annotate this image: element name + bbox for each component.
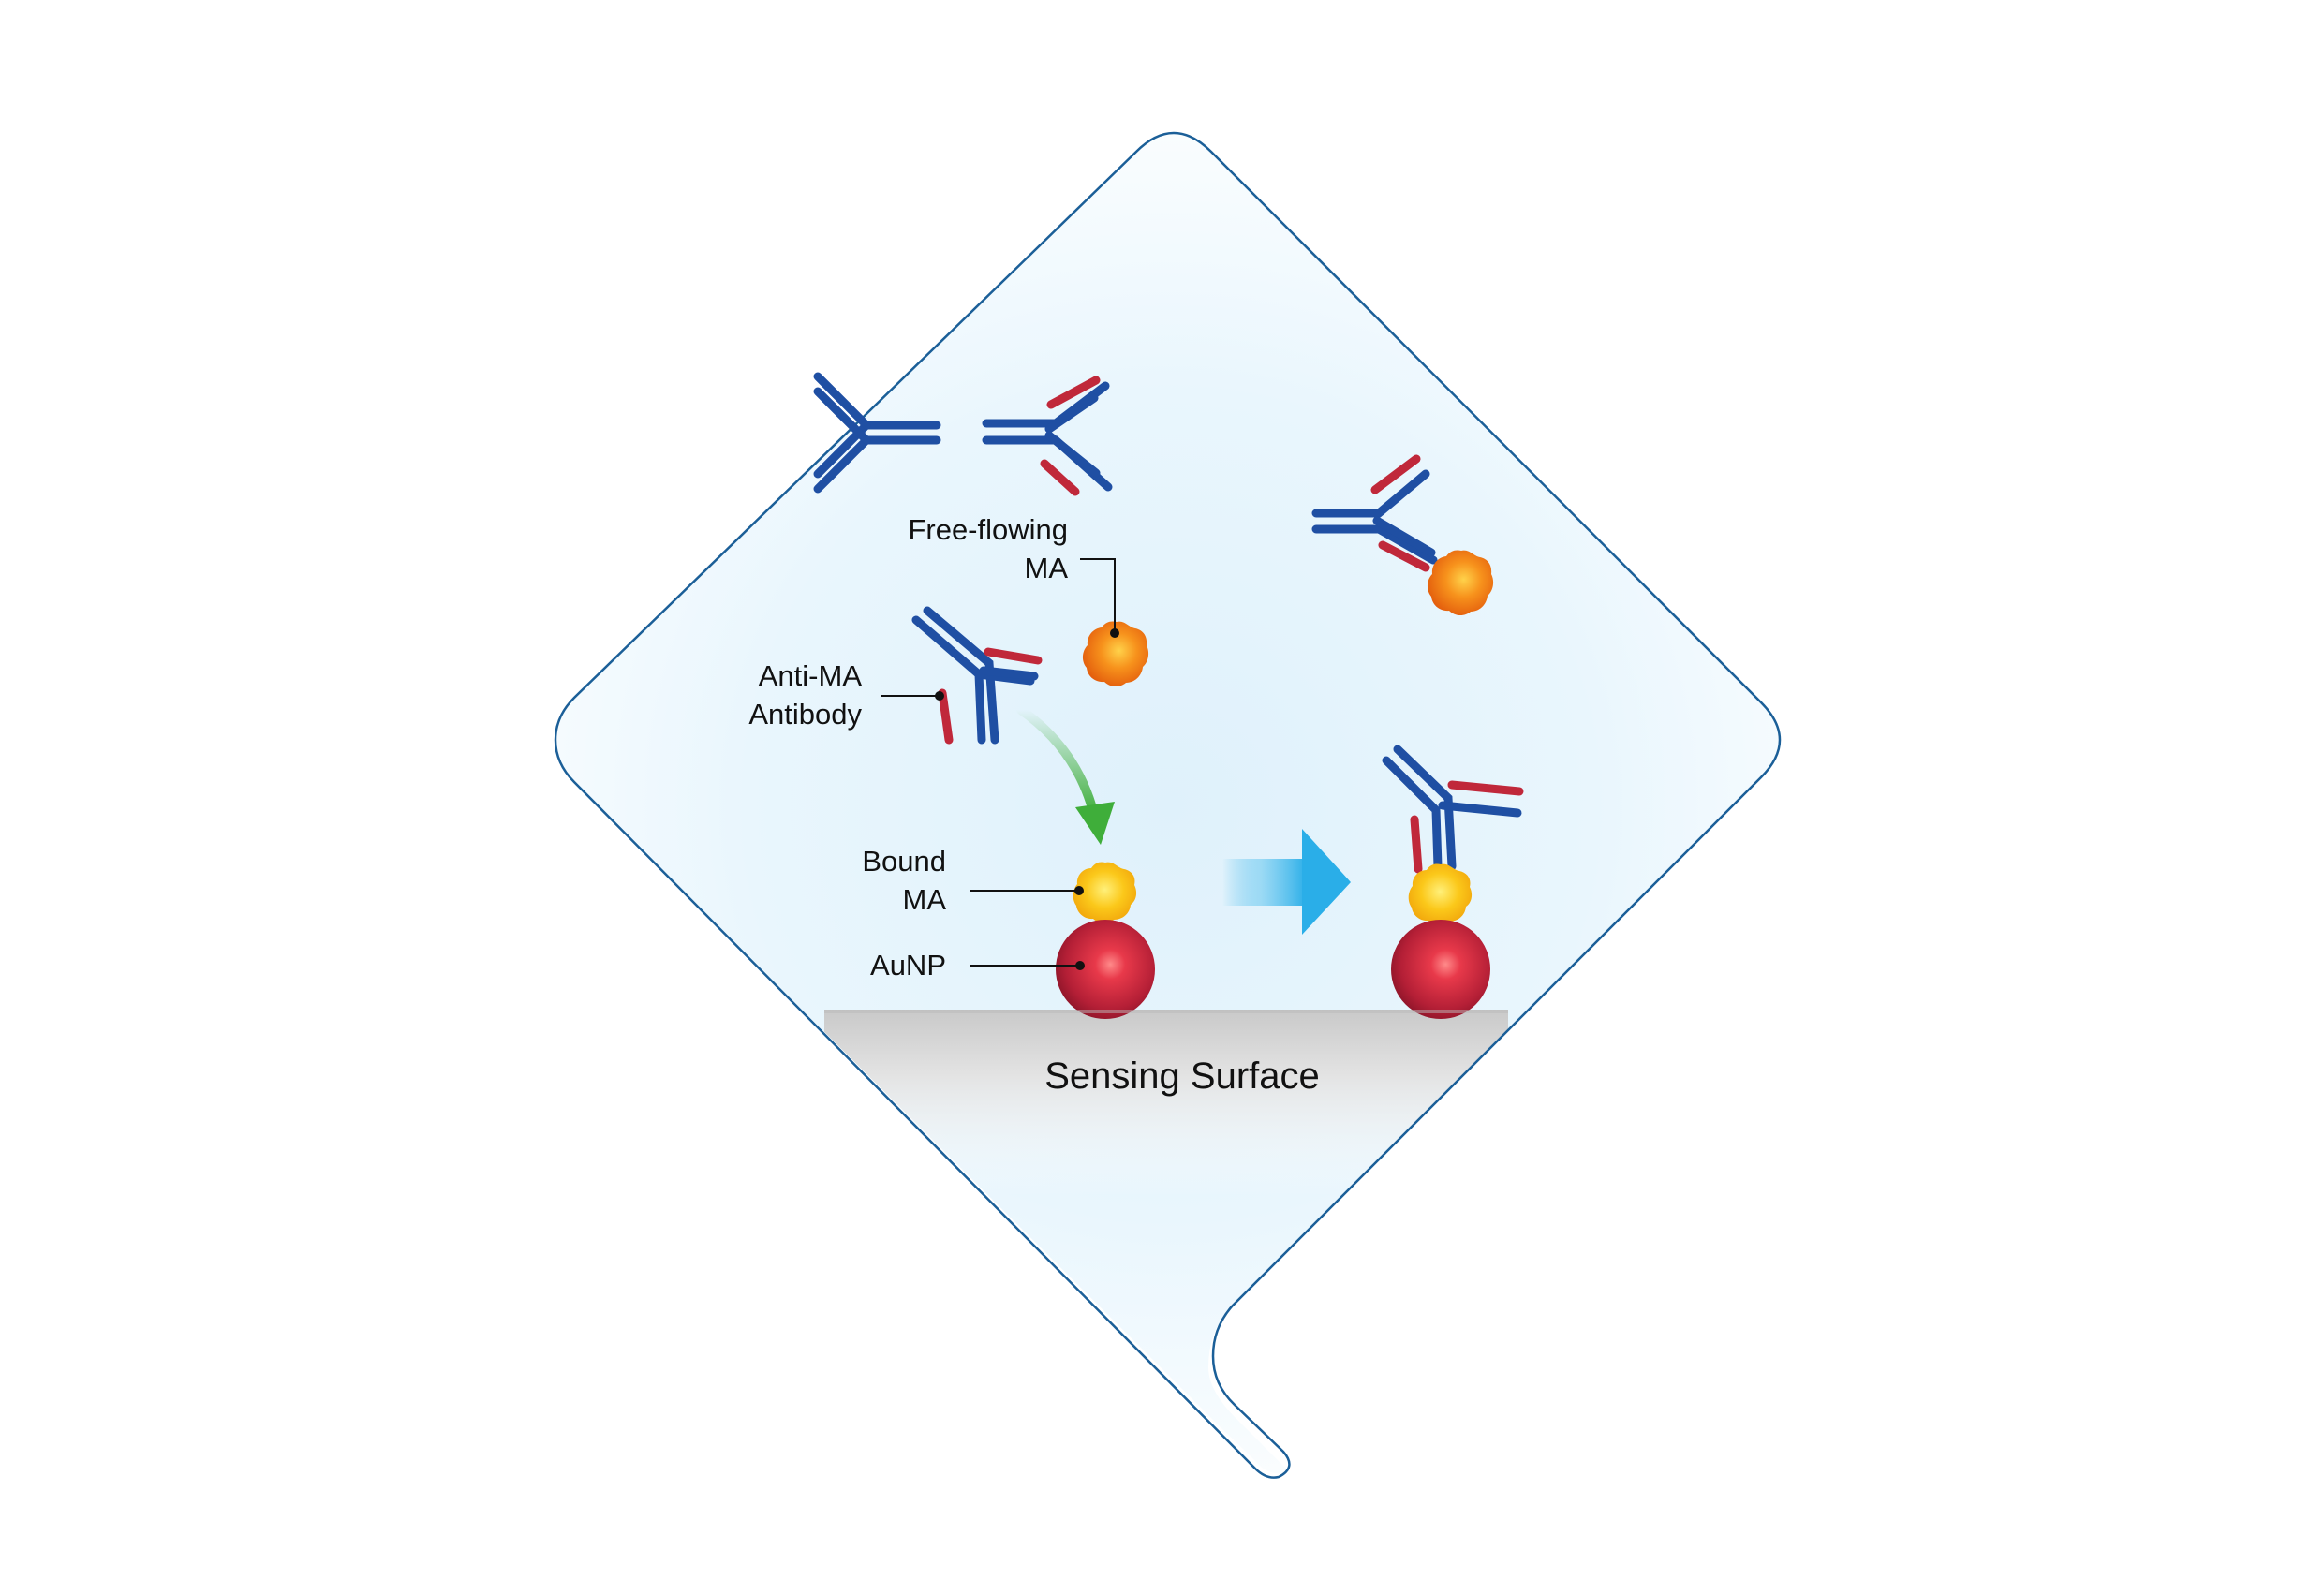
label-bound: Bound [862,845,946,878]
nanoparticle-icon-right [1391,920,1490,1019]
antigen-icon-free-bound [1427,550,1494,616]
label-sensing-surface: Sensing Surface [1044,1055,1320,1097]
label-bound-ma: MA [903,883,947,916]
diamond-outline [554,131,1782,1479]
label-antibody: Antibody [748,698,862,731]
label-aunp: AuNP [870,949,946,981]
antigen-icon-free [1082,621,1149,687]
label-free-flowing-ma: MA [1025,552,1069,584]
leader-bound-ma [970,886,1084,895]
free-antibody-top [813,372,941,494]
nanoparticle-icon-left [1056,920,1155,1019]
antigen-icon-bound-left [1073,862,1137,924]
antibody-icon-bound-right [1382,745,1524,874]
leader-aunp [970,961,1085,970]
label-anti-ma: Anti-MA [759,659,863,692]
diamond-background [555,133,1780,1474]
antibody-icon-bound-free-ma [1311,454,1438,572]
leader-free-ma [1080,558,1119,638]
antibody-icon-1 [982,376,1113,496]
leader-anti-ma [881,691,944,701]
sensing-surface-shadow [824,1010,1508,1197]
process-arrow [1222,829,1351,935]
antigen-icon-bound-right [1408,863,1473,926]
label-free-flowing: Free-flowing [908,513,1068,546]
binding-arrow [1016,705,1115,845]
sensing-surface [824,1010,1508,1013]
antibody-icon-anti-ma [911,606,1043,745]
